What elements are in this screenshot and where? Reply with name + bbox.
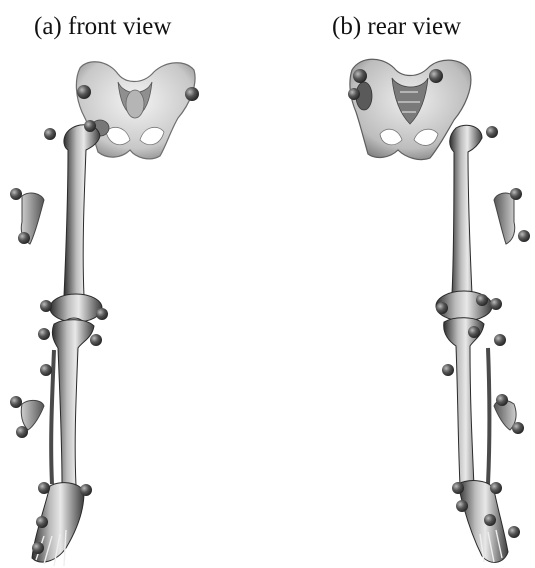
front-view-skeleton [0,0,268,568]
tibia [444,318,484,486]
marker [518,230,530,242]
marker [484,514,496,526]
marker [512,422,524,434]
marker [32,542,44,554]
marker [38,328,50,340]
marker [442,364,454,376]
fibula [488,348,490,484]
marker [476,294,488,306]
marker [96,308,108,320]
shank-pad [21,400,44,430]
marker [40,300,52,312]
marker [496,394,508,406]
marker [468,326,480,338]
marker [353,69,367,83]
marker [510,188,522,200]
marker [456,500,468,512]
marker [44,128,56,140]
marker [486,126,498,138]
marker [84,120,96,132]
rear-view-panel: (b) rear view [268,0,535,568]
femur [436,125,492,321]
marker [10,188,22,200]
marker [508,526,520,538]
marker [36,516,48,528]
marker [90,334,102,346]
marker [185,87,199,101]
marker [38,482,50,494]
marker [40,364,52,376]
tibia [52,320,94,486]
marker [10,396,22,408]
marker [452,482,464,494]
foot [458,481,508,563]
marker [494,334,506,346]
marker [16,426,28,438]
marker [490,482,502,494]
marker [18,232,30,244]
front-view-panel: (a) front view [0,0,268,568]
rear-view-skeleton [268,0,535,568]
marker [429,69,443,83]
thigh-pad [494,193,515,244]
femur [50,125,102,322]
marker [490,298,502,310]
marker [77,85,91,99]
marker [436,302,448,314]
marker [348,88,360,100]
marker [80,484,92,496]
